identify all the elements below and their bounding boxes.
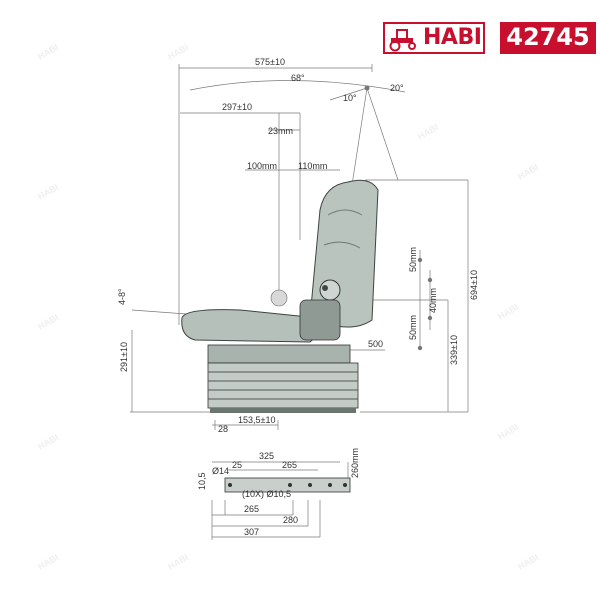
suspension-bellows	[207, 362, 359, 409]
dim-500-label: 500	[368, 339, 383, 349]
seat-height-label: 291±10	[119, 342, 129, 372]
tilt-label: 4-8°	[117, 288, 127, 305]
base-plate	[210, 408, 356, 413]
watermark-text: HABI	[36, 432, 60, 452]
tractor-icon	[389, 29, 416, 52]
lumbar-point	[417, 345, 423, 351]
cushion-height-label: 339±10	[449, 335, 459, 365]
watermark-text: HABI	[36, 312, 60, 332]
logo-text: HABI	[423, 25, 482, 50]
base-10-5-label: 10,5	[197, 472, 207, 490]
lumbar-point	[427, 277, 433, 283]
watermark-text: HABI	[516, 162, 540, 182]
seat-frame	[207, 344, 351, 364]
lumbar-point	[417, 257, 423, 263]
base-holes-label: (10X) Ø10,5	[242, 489, 291, 499]
mounting-plate	[224, 477, 351, 493]
base-phi14-label: Ø14	[212, 466, 229, 476]
dimension-labels: 575±10 68° 20° 10° 297±10 23mm 100mm 110…	[117, 57, 479, 537]
watermark-text: HABI	[36, 182, 60, 202]
lumbar-point	[427, 315, 433, 321]
seat-reference-point	[270, 289, 288, 307]
product-code: 42745	[506, 23, 590, 51]
angle-10-label: 10°	[343, 93, 357, 103]
watermark-text: HABI	[416, 122, 440, 142]
armrest-bracket	[299, 299, 341, 341]
lumbar-50-bottom-label: 50mm	[408, 315, 418, 340]
base-265-bottom-label: 265	[244, 504, 259, 514]
dim-28-label: 28	[218, 424, 228, 434]
watermark-text: HABI	[36, 42, 60, 62]
base-265-top-label: 265	[282, 460, 297, 470]
dim-23-label: 23mm	[268, 126, 293, 136]
watermark-text: HABI	[496, 422, 520, 442]
dim-110-label: 110mm	[298, 161, 327, 171]
seat-cushion	[181, 309, 321, 343]
dim-153-label: 153,5±10	[238, 415, 275, 425]
base-260-label: 260mm	[350, 448, 360, 478]
total-height-label: 694±10	[469, 270, 479, 300]
lumbar-50-top-label: 50mm	[408, 247, 418, 272]
angle-68-label: 68°	[291, 73, 305, 83]
watermark-text: HABI	[166, 552, 190, 572]
overall-width-label: 575±10	[255, 57, 285, 67]
watermark-text: HABI	[496, 302, 520, 322]
fore-aft-label: 297±10	[222, 102, 252, 112]
backrest-pivot-point	[364, 85, 370, 91]
base-307-label: 307	[244, 527, 259, 537]
base-280-label: 280	[283, 515, 298, 525]
dim-100-label: 100mm	[247, 161, 277, 171]
watermark-text: HABI	[516, 552, 540, 572]
dimension-lines	[130, 64, 469, 540]
watermark-text: HABI	[36, 552, 60, 572]
base-25-label: 25	[232, 460, 242, 470]
reference-points	[270, 85, 433, 351]
habi-logo: HABI	[383, 22, 485, 54]
watermark-text: HABI	[166, 42, 190, 62]
lumbar-40-label: 40mm	[428, 288, 438, 313]
angle-20-label: 20°	[390, 83, 404, 93]
product-code-badge: 42745	[500, 22, 596, 54]
seat-illustration	[181, 179, 379, 413]
base-325-label: 325	[259, 451, 274, 461]
